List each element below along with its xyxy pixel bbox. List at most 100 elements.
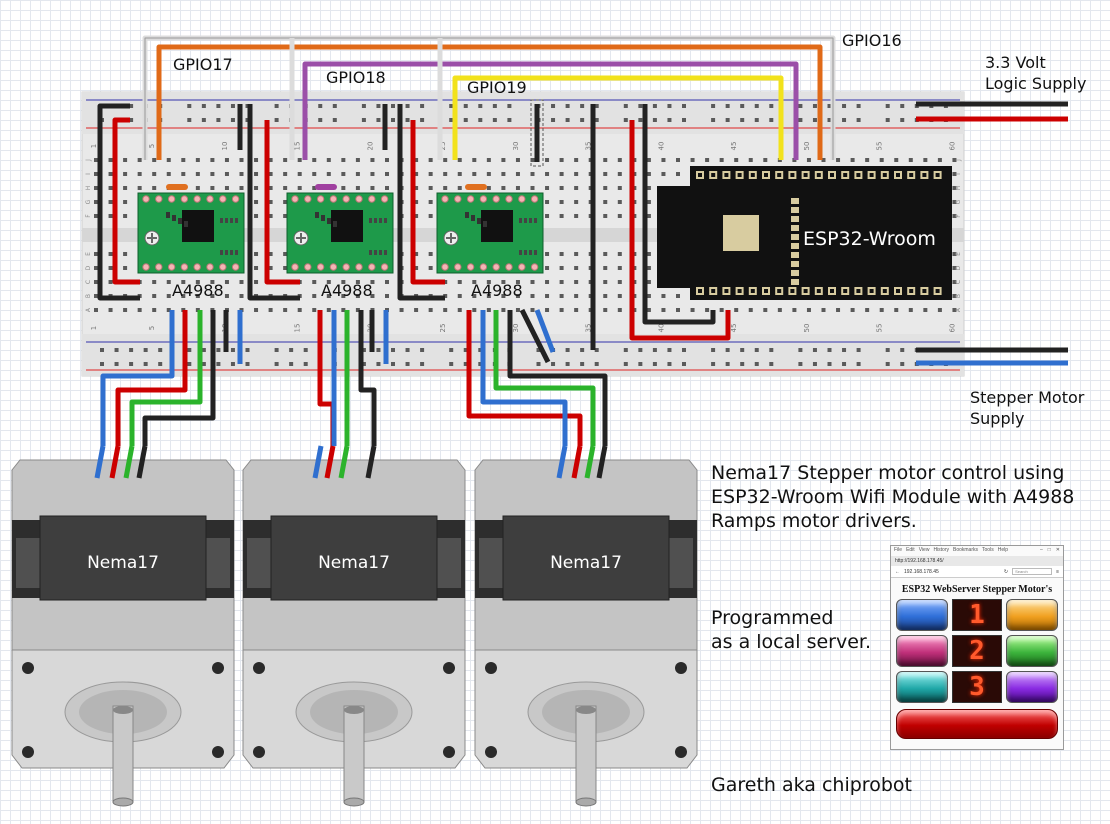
motor-lead [324,445,336,479]
stop-button[interactable] [896,709,1058,739]
close-icon[interactable]: ✕ [1055,547,1060,553]
motor3-forward-button[interactable] [896,671,948,703]
gpio17-label: GPIO17 [173,55,233,74]
row-letter: A [85,307,92,312]
a4988-label: A4988 [321,281,373,300]
column-number: 15 [294,324,302,333]
supply-leads [916,101,1068,366]
menu-history[interactable]: History [933,547,949,553]
motor1-reverse-button[interactable] [1006,599,1058,631]
column-number: 30 [512,142,520,151]
motor1-digit: 1 [952,599,1002,631]
motor1-forward-button[interactable] [896,599,948,631]
row-letter: F [85,214,92,218]
gpio16-label: GPIO16 [842,31,902,50]
reload-icon[interactable]: ↻ [1003,568,1009,575]
motor-lead [556,445,568,479]
motor2-digit: 2 [952,635,1002,667]
column-number: 10 [221,142,229,151]
column-number: 45 [730,324,738,333]
motor3-reverse-button[interactable] [1006,671,1058,703]
browser-menubar: File Edit View History Bookmarks Tools H… [891,546,1063,556]
column-number: 45 [730,142,738,151]
nema17-motor: Nema17 [11,459,235,807]
column-number: 55 [876,142,884,151]
column-number: 60 [948,324,956,333]
motor-supply-label: Stepper Motor Supply [970,388,1085,428]
column-number: 55 [876,324,884,333]
column-number: 15 [294,142,302,151]
power-jumpers [97,103,731,364]
motor-leads [100,310,608,446]
gpio-wires [142,35,836,167]
motor-lead [571,445,583,479]
column-number: 5 [148,144,156,148]
row-letter: C [955,280,962,284]
motor-lead [596,445,608,479]
logic-supply-label: 3.3 Volt Logic Supply [985,53,1087,93]
breadboard-column-numbers: 1155101015152020252530303535404045455050… [90,142,956,333]
column-number: 35 [585,324,593,333]
a4988-label: A4988 [172,281,224,300]
a4988-driver: A4988 [137,184,245,300]
row-letter: B [955,294,962,298]
search-field[interactable]: Search [1012,568,1053,575]
row-letter: A [955,307,962,312]
wire-gpio18 [302,61,799,160]
menu-file[interactable]: File [894,547,903,553]
motor-lead [365,445,377,479]
motor-lead [94,445,106,479]
maximize-icon[interactable]: □ [1047,547,1051,553]
menu-icon[interactable]: ≡ [1056,568,1059,575]
column-number: 35 [585,142,593,151]
row-letter: B [85,294,92,298]
motor2-reverse-button[interactable] [1006,635,1058,667]
row-letter: D [955,265,962,270]
menu-edit[interactable]: Edit [906,547,915,553]
wire-gpio17 [156,44,823,160]
gpio19-label: GPIO19 [467,78,527,97]
row-letter: J [955,159,962,162]
row-letter: D [85,265,92,270]
browser-tab[interactable]: http://192.168.178.45/ [891,556,1063,566]
motor-lead [584,445,596,479]
menu-help[interactable]: Help [997,547,1008,553]
column-number: 50 [803,324,811,333]
control-grid: 1 2 3 [891,599,1063,703]
back-icon[interactable]: ← [895,568,900,575]
column-number: 30 [512,324,520,333]
menu-bookmarks[interactable]: Bookmarks [953,547,979,553]
column-number: 1 [90,144,98,148]
programmed-text: Programmed as a local server. [711,607,872,653]
esp32-module: ESP32-Wroom [657,166,952,300]
column-number: 40 [657,142,665,151]
menu-tools[interactable]: Tools [982,547,994,553]
row-letter: I [85,173,92,175]
browser-screenshot: File Edit View History Bookmarks Tools H… [890,545,1064,750]
menu-view[interactable]: View [918,547,930,553]
row-letter: H [955,186,962,191]
column-number: 25 [439,324,447,333]
nema17-motor: Nema17 [242,459,466,807]
motor2-forward-button[interactable] [896,635,948,667]
motor-lead [123,445,135,479]
a4988-driver: A4988 [436,184,544,300]
column-number: 60 [948,142,956,151]
nema17-motors: Nema17 Nema17 Nema17 [11,445,698,807]
minimize-icon[interactable]: – [1039,547,1043,553]
column-number: 25 [439,142,447,151]
nema17-label: Nema17 [550,553,622,573]
gpio18-label: GPIO18 [326,68,386,87]
url-field[interactable]: 192.168.178.45 [904,568,939,575]
row-letter: H [85,186,92,191]
column-number: 50 [803,142,811,151]
row-letter: F [955,214,962,218]
row-letter: G [85,199,92,204]
motor-lead [109,445,121,479]
wire-gpio19 [452,75,784,160]
row-letter: J [85,159,92,162]
nema17-motor: Nema17 [474,459,698,807]
nema17-label: Nema17 [87,553,159,573]
